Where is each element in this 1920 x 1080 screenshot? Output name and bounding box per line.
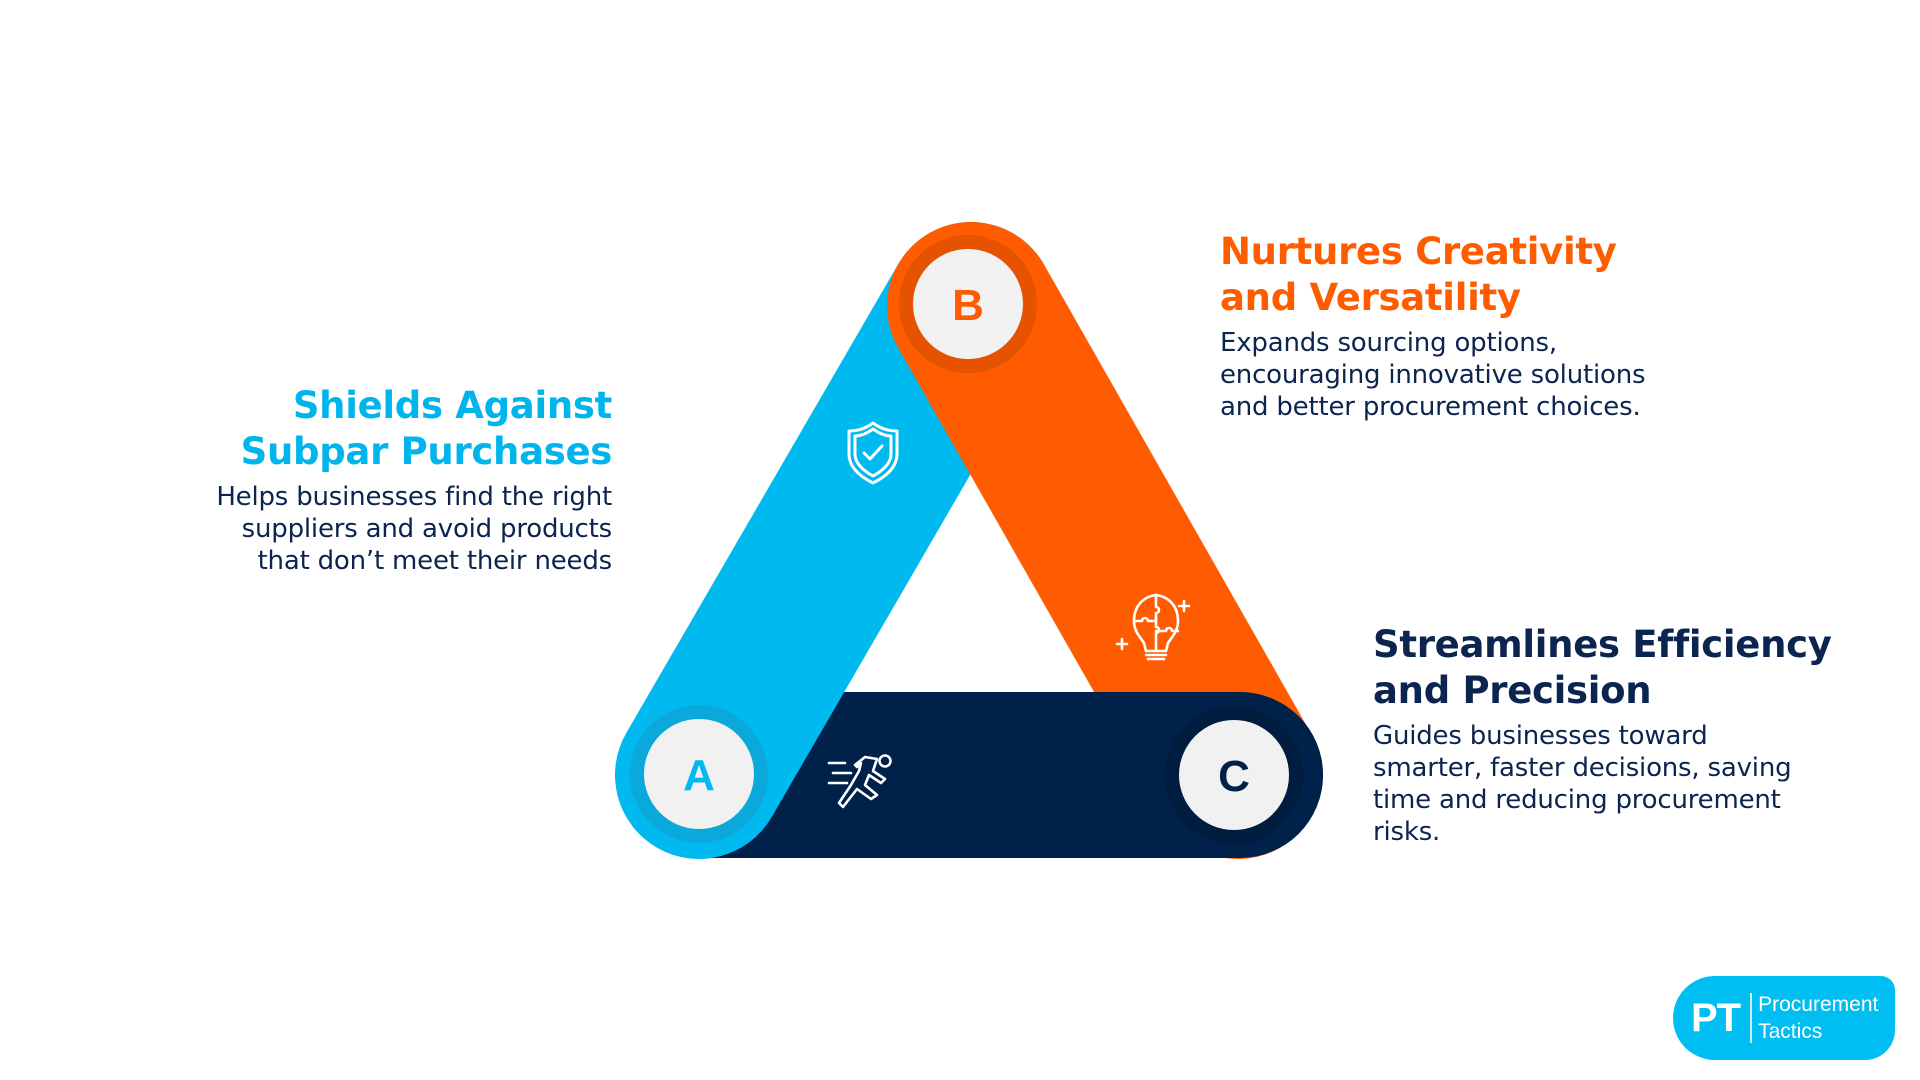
logo-mark: PT	[1691, 995, 1741, 1040]
section-a-title-line: Subpar Purchases	[240, 430, 613, 473]
section-a-body-line: that don’t meet their needs	[257, 546, 613, 576]
section-a-shields: Shields Against Subpar Purchases Helps b…	[216, 383, 612, 577]
node-c: C	[1165, 706, 1303, 844]
section-c-body-line: smarter, faster decisions, saving	[1373, 753, 1792, 783]
procurement-tactics-logo: PT Procurement Tactics	[1673, 976, 1895, 1060]
section-b-title: Nurtures Creativity and Versatility	[1220, 229, 1645, 321]
section-c-title-line: and Precision	[1373, 669, 1652, 712]
section-b-body-line: and better procurement choices.	[1220, 392, 1641, 422]
section-c-title-line: Streamlines Efficiency	[1373, 623, 1832, 666]
logo-divider	[1750, 993, 1753, 1043]
section-b-body-line: encouraging innovative solutions	[1220, 360, 1646, 390]
section-c-body-line: risks.	[1373, 817, 1441, 847]
shield-check-icon	[847, 421, 899, 485]
section-a-title-line: Shields Against	[292, 384, 612, 427]
section-b-nurtures: Nurtures Creativity and Versatility Expa…	[1220, 229, 1646, 423]
section-b-body-line: Expands sourcing options,	[1220, 328, 1557, 358]
section-c-streamlines: Streamlines Efficiency and Precision Gui…	[1373, 622, 1832, 848]
lightbulb-puzzle-icon	[1115, 593, 1191, 661]
section-a-body-line: Helps businesses find the right	[216, 482, 612, 512]
section-b-title-line: Nurtures Creativity	[1220, 230, 1617, 273]
logo-wordmark: Procurement Tactics	[1758, 991, 1878, 1045]
node-b-circle	[913, 249, 1023, 359]
section-b-title-line: and Versatility	[1220, 276, 1521, 319]
node-b-letter: B	[952, 281, 984, 330]
logo-line-2: Tactics	[1758, 1020, 1823, 1043]
section-a-title: Shields Against Subpar Purchases	[216, 383, 613, 475]
section-a-body-line: suppliers and avoid products	[241, 514, 613, 544]
section-c-body-line: time and reducing procurement	[1373, 785, 1781, 815]
logo-line-1: Procurement	[1758, 993, 1879, 1016]
section-b-body: Expands sourcing options, encouraging in…	[1220, 327, 1646, 423]
section-c-body-line: Guides businesses toward	[1373, 721, 1708, 751]
section-c-title: Streamlines Efficiency and Precision	[1373, 622, 1832, 714]
section-a-body: Helps businesses find the right supplier…	[216, 481, 612, 577]
running-person-icon	[827, 754, 892, 809]
node-c-circle	[1179, 720, 1289, 830]
node-c-letter: C	[1218, 752, 1250, 801]
section-c-body: Guides businesses toward smarter, faster…	[1373, 720, 1832, 848]
node-a-letter: A	[683, 751, 715, 800]
node-a-circle	[644, 719, 754, 829]
node-b: B	[899, 235, 1037, 373]
node-a: A	[630, 705, 768, 843]
